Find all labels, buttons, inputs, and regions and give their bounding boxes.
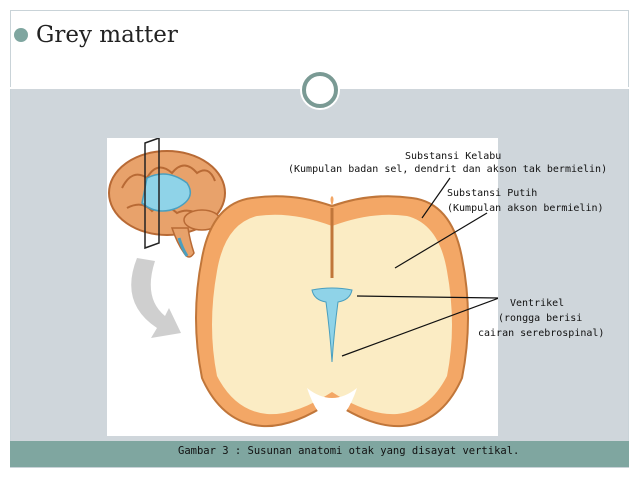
- label-grey-matter-title: Substansi Kelabu: [405, 151, 502, 162]
- pointer-line-white: [394, 212, 488, 269]
- label-grey-matter-desc: (Kumpulan badan sel, dendrit dan akson t…: [288, 164, 608, 175]
- slide-title: Grey matter: [36, 22, 178, 48]
- label-ventricle-title: Ventrikel: [510, 298, 565, 309]
- label-white-matter-desc: (Kumpulan akson bermielin): [447, 203, 604, 214]
- caption-bar: [10, 441, 629, 467]
- brain-figure: [107, 136, 500, 436]
- label-white-matter-title: Substansi Putih: [447, 188, 538, 199]
- pointer-line-ventricle-1: [356, 295, 500, 299]
- brain-illustration-icon: [108, 136, 500, 428]
- arrow-icon: [131, 258, 181, 338]
- bullet-icon: [14, 28, 28, 42]
- label-ventricle-line2: (rongga berisi: [498, 313, 583, 324]
- ring-decoration-icon: [302, 72, 338, 108]
- title-row: Grey matter: [14, 22, 178, 48]
- figure-caption: Gambar 3 : Susunan anatomi otak yang dis…: [178, 445, 520, 457]
- pointer-line-ventricle-2: [341, 297, 500, 357]
- coronal-section: [195, 195, 469, 428]
- footer-divider: [10, 467, 629, 468]
- label-ventricle-line3: cairan serebrospinal): [478, 328, 605, 339]
- small-brain: [108, 136, 226, 258]
- pointer-line-grey: [421, 177, 451, 219]
